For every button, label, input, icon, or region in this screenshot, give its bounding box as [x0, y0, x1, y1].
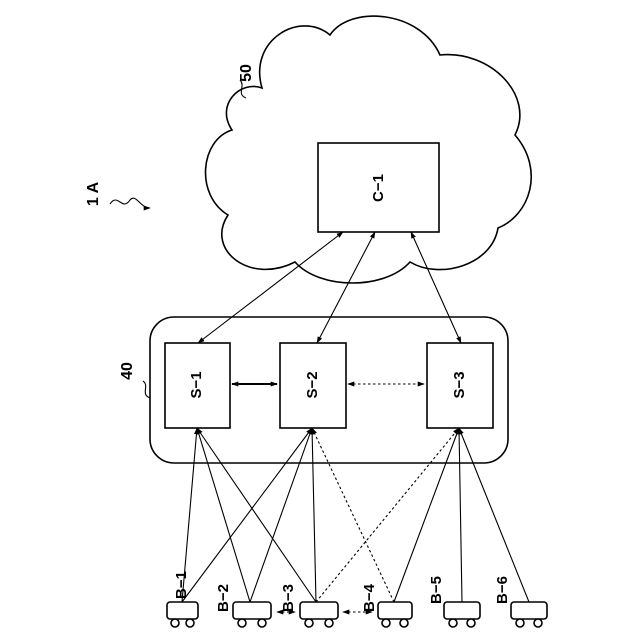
device-b5-body [444, 602, 480, 619]
device-b4-body [378, 602, 412, 619]
cloud-ref-label: 50 [238, 64, 255, 82]
device-b5-label: B−5 [428, 576, 445, 604]
device-b1-label: B−1 [173, 571, 190, 599]
device-b6-wheel-left [516, 619, 524, 627]
figure-ref-label: 1 A [85, 181, 102, 206]
device-b2-wheel-right [258, 619, 266, 627]
figure-ref-arrow [110, 198, 150, 208]
device-b3-label: B−3 [280, 584, 297, 612]
device-b6: B−6 [494, 576, 547, 627]
device-b2-body [233, 602, 271, 619]
device-b1-wheel-left [171, 619, 179, 627]
server-s1-label: S−1 [188, 371, 205, 398]
device-b2-label: B−2 [215, 584, 232, 612]
device-b5-wheel-right [467, 619, 475, 627]
device-b5: B−5 [428, 576, 480, 627]
device-b3-body [300, 602, 338, 619]
device-b4: B−4 [361, 583, 412, 627]
server-c1-label: C−1 [370, 174, 387, 202]
device-b6-wheel-right [534, 619, 542, 627]
device-b5-wheel-left [449, 619, 457, 627]
server-s2-label: S−2 [304, 371, 321, 398]
group-ref-leader [143, 381, 150, 398]
device-b3: B−3 [280, 584, 338, 627]
device-b6-body [511, 602, 547, 619]
group-ref-label: 40 [119, 362, 136, 380]
device-b4-wheel-left [382, 619, 390, 627]
device-b1-body [167, 602, 198, 619]
device-b6-label: B−6 [494, 576, 511, 604]
device-b4-wheel-right [400, 619, 408, 627]
server-s3-label: S−3 [451, 371, 468, 398]
device-b4-label: B−4 [361, 583, 378, 612]
device-b2-wheel-left [238, 619, 246, 627]
device-b1: B−1 [167, 571, 198, 627]
device-b1-wheel-right [186, 619, 194, 627]
device-b3-wheel-left [305, 619, 313, 627]
device-b3-wheel-right [325, 619, 333, 627]
device-b2: B−2 [215, 584, 271, 627]
